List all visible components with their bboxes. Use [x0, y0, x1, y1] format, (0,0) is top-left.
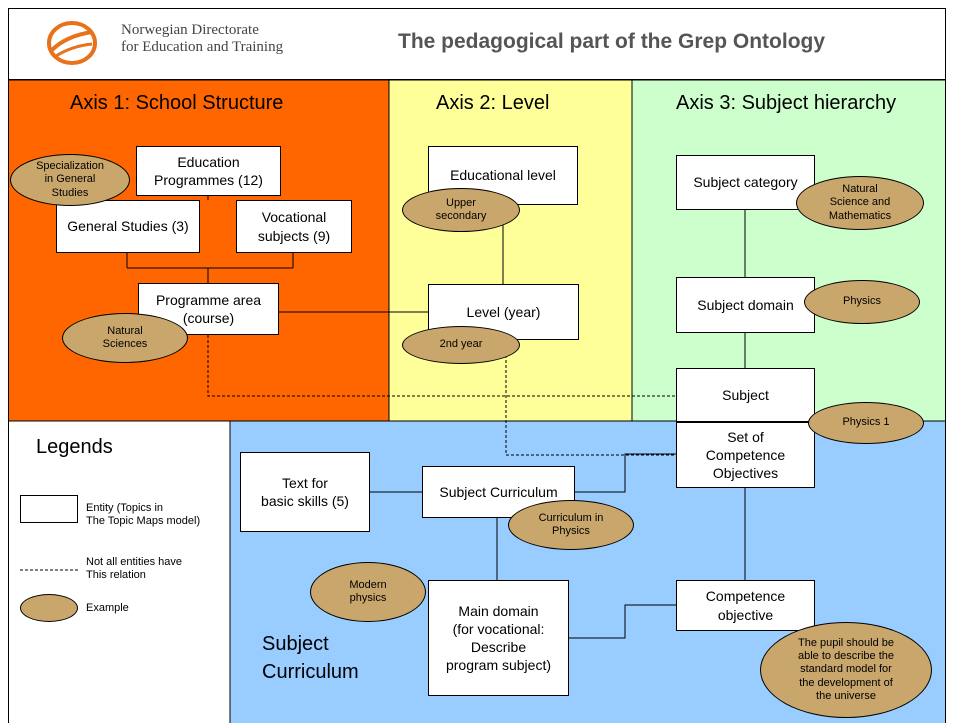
axis2-title: Axis 2: Level [436, 92, 550, 114]
natural-sciences-example: Natural Sciences [62, 313, 188, 363]
main-domain-box: Main domain (for vocational: Describe pr… [428, 580, 569, 696]
education-programmes-box: Education Programmes (12) [136, 146, 281, 196]
legend-example-swatch [20, 594, 78, 622]
general-studies-box: General Studies (3) [56, 200, 200, 253]
legend-entity-swatch [20, 495, 78, 523]
physics1-example: Physics 1 [808, 402, 924, 444]
page-title: The pedagogical part of the Grep Ontolog… [398, 30, 826, 53]
legend-example-label: Example [86, 602, 129, 614]
org-name: Norwegian Directorate for Education and … [121, 22, 284, 55]
specialization-example: Specialization in General Studies [10, 154, 130, 206]
natural-science-math-example: Natural Science and Mathematics [796, 176, 924, 230]
vocational-subjects-box: Vocational subjects (9) [236, 200, 352, 253]
subject-domain-box: Subject domain [676, 277, 815, 333]
modern-physics-example: Modern physics [310, 562, 426, 622]
legend-entity-label: Entity (Topics in The Topic Maps model) [86, 502, 201, 527]
set-of-competence-objectives-box: Set of Competence Objectives [676, 422, 815, 488]
legend-relation-label: Not all entities have This relation [86, 556, 182, 581]
axis3-region [632, 80, 946, 421]
directorate-logo-icon [46, 20, 98, 66]
subject-box: Subject [676, 368, 815, 422]
second-year-example: 2nd year [402, 326, 520, 364]
axis3-title: Axis 3: Subject hierarchy [676, 92, 897, 114]
subject-curriculum-label: Subject Curriculum [262, 633, 359, 683]
legend-title: Legends [36, 436, 113, 458]
axis2-region [389, 80, 632, 421]
header-area [8, 8, 946, 80]
physics-example: Physics [804, 280, 920, 324]
curriculum-physics-example: Curriculum in Physics [508, 500, 634, 550]
pupil-objective-example: The pupil should be able to describe the… [760, 622, 932, 718]
axis1-title: Axis 1: School Structure [70, 92, 284, 114]
competence-objective-box: Competence objective [676, 580, 815, 631]
upper-secondary-example: Upper secondary [402, 188, 520, 232]
subject-category-box: Subject category [676, 155, 815, 210]
legend-region [8, 421, 230, 723]
text-basic-skills-box: Text for basic skills (5) [240, 452, 370, 532]
